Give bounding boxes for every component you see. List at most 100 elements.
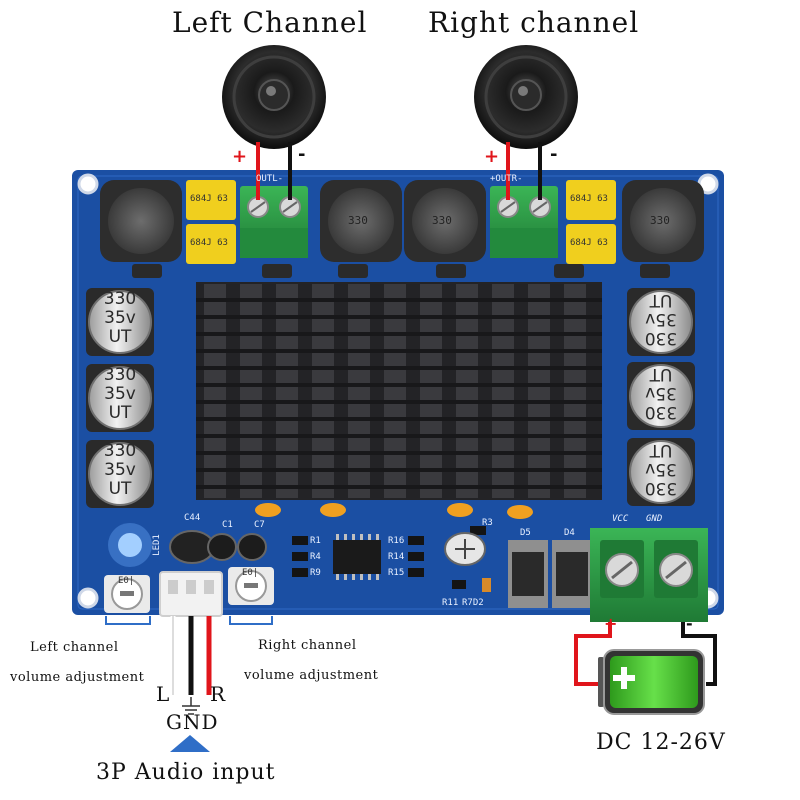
resistor-label: R16 (388, 536, 405, 546)
led-indicator (118, 533, 142, 557)
speaker-icon (222, 45, 326, 149)
electrolytic-capacitor (88, 290, 152, 354)
up-arrow-icon (170, 735, 210, 752)
right-volume-label-line1: Right channel (258, 638, 357, 653)
heatsink-groove (196, 434, 602, 438)
resistor-label: R3 (482, 518, 493, 528)
right-channel-label: Right channel (428, 6, 640, 39)
outl-label: OUTL- (256, 174, 284, 184)
electrolytic-capacitor (88, 366, 152, 430)
audio-input-connector (159, 571, 223, 617)
heatsink-groove (196, 298, 602, 302)
ground-icon (182, 697, 200, 715)
left-minus-marker: - (298, 144, 306, 165)
cap-silk-label: C44 (184, 513, 201, 523)
left-output-terminal (240, 186, 308, 258)
heatsink-groove (196, 349, 602, 353)
electrolytic-capacitor (629, 440, 693, 504)
heatsink-groove (196, 417, 602, 421)
pot-code: E0| (242, 568, 259, 578)
resistor-label: R14 (388, 552, 405, 562)
inductor-label: 330 (348, 214, 368, 227)
right-plus-marker: + (484, 146, 500, 167)
supply-plus-marker: + (604, 614, 618, 633)
resistor-label: R9 (310, 568, 321, 578)
heatsink-groove (196, 366, 602, 370)
led-label: LED1 (151, 534, 162, 556)
left-volume-label-line2: volume adjustment (10, 670, 145, 685)
dc-supply-label: DC 12-26V (596, 730, 726, 755)
mounting-hole (77, 173, 99, 195)
resistor-label: R1 (310, 536, 321, 546)
heatsink-fin (240, 284, 262, 498)
diode-label: D5 (520, 528, 531, 538)
film-capacitor (186, 180, 236, 220)
heatsink-fin (420, 284, 442, 498)
heatsink-fin (456, 284, 478, 498)
cap-silk-label: C1 (222, 520, 233, 530)
heatsink-groove (196, 383, 602, 387)
film-cap-label: 684J 63 (570, 194, 608, 204)
left-plus-marker: + (232, 146, 248, 167)
heatsink-fin (276, 284, 298, 498)
heatsink (196, 282, 602, 500)
right-volume-label-line2: volume adjustment (244, 668, 379, 683)
inductor (320, 180, 402, 262)
heatsink-groove (196, 485, 602, 489)
heatsink-fin (312, 284, 334, 498)
inductor (622, 180, 704, 262)
electrolytic-capacitor (88, 442, 152, 506)
power-input-terminal (590, 528, 708, 622)
battery-icon (598, 649, 705, 715)
left-volume-label-line1: Left channel (30, 640, 119, 655)
cap-silk-label: C7 (254, 520, 265, 530)
film-capacitor (186, 224, 236, 264)
inductor-label: 330 (650, 214, 670, 227)
right-volume-potentiometer (228, 567, 274, 605)
speaker-icon (474, 45, 578, 149)
electrolytic-capacitor (629, 290, 693, 354)
diode-label: D4 (564, 528, 575, 538)
heatsink-groove (196, 468, 602, 472)
inductor-label: 330 (432, 214, 452, 227)
pot-code: E0| (118, 576, 135, 586)
resistor-label: R11 (442, 598, 459, 608)
film-cap-label: 684J 63 (570, 238, 608, 248)
inductor (404, 180, 486, 262)
heatsink-groove (196, 400, 602, 404)
resistor-label: R7D2 (462, 598, 484, 608)
heatsink-fin (204, 284, 226, 498)
mounting-hole (77, 587, 99, 609)
film-capacitor (566, 224, 616, 264)
audio-input-label: 3P Audio input (96, 760, 276, 785)
resistor-label: R15 (388, 568, 405, 578)
resistor-label: R4 (310, 552, 321, 562)
heatsink-groove (196, 451, 602, 455)
electrolytic-capacitor (629, 364, 693, 428)
heatsink-groove (196, 332, 602, 336)
inductor (100, 180, 182, 262)
left-volume-potentiometer (104, 575, 150, 613)
outr-label: +OUTR- (490, 174, 523, 184)
battery-negative-wire (681, 622, 717, 686)
heatsink-fin (492, 284, 514, 498)
audio-l-label: L (156, 682, 171, 706)
heatsink-fin (348, 284, 370, 498)
supply-minus-marker: - (686, 614, 693, 633)
film-cap-label: 684J 63 (190, 238, 228, 248)
gnd-label: GND (166, 710, 219, 734)
heatsink-fin (564, 284, 586, 498)
audio-r-label: R (210, 682, 227, 706)
heatsink-fin (384, 284, 406, 498)
heatsink-groove (196, 315, 602, 319)
left-channel-label: Left Channel (172, 6, 368, 39)
right-output-terminal (490, 186, 558, 258)
vcc-label: VCC (612, 514, 629, 524)
